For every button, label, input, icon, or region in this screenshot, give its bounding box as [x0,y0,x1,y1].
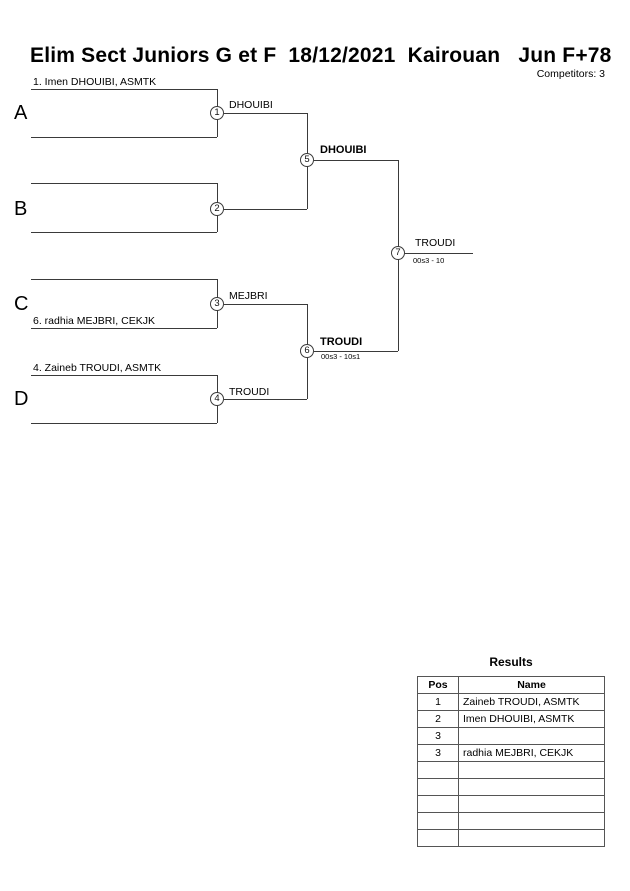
winner-label-match-5: DHOUIBI [320,144,367,156]
table-row [417,812,605,830]
match-circle-1[interactable]: 1 [210,106,224,120]
results-title: Results [489,655,533,669]
results-pos [417,812,459,830]
match-circle-4[interactable]: 4 [210,392,224,406]
table-row [417,795,605,813]
advance-line-match-1 [224,113,307,114]
score-match-7: 00s3 - 10 [413,256,445,265]
table-row: 1 Zaineb TROUDI, ASMTK [417,693,605,711]
results-pos: 2 [417,710,459,728]
advance-line-match-2 [224,209,307,210]
score-match-6: 00s3 - 10s1 [321,352,361,361]
table-row [417,778,605,796]
entrant-line-a-bottom [31,137,217,138]
entrant-a-top: 1. Imen DHOUIBI, ASMTK [33,76,157,88]
results-pos [417,761,459,779]
results-col-pos: Pos [417,676,459,694]
table-row: 3 radhia MEJBRI, CEKJK [417,744,605,762]
results-pos: 3 [417,727,459,745]
entrant-line-a-top [31,89,217,90]
entrant-d-top: 4. Zaineb TROUDI, ASMTK [33,362,162,374]
results-pos: 3 [417,744,459,762]
results-pos [417,829,459,847]
match-circle-2[interactable]: 2 [210,202,224,216]
results-name: Imen DHOUIBI, ASMTK [458,710,605,728]
group-label-b: B [14,198,28,220]
results-pos [417,778,459,796]
results-name [458,778,605,796]
match-circle-5[interactable]: 5 [300,153,314,167]
winner-label-match-6: TROUDI [320,336,363,348]
results-col-name: Name [458,676,605,694]
winner-label-match-1: DHOUIBI [229,99,273,111]
results-name: radhia MEJBRI, CEKJK [458,744,605,762]
results-name [458,795,605,813]
entrant-line-d-top [31,375,217,376]
results-header-row: Pos Name [417,676,605,694]
results-name [458,727,605,745]
entrant-line-d-bottom [31,423,217,424]
table-row [417,761,605,779]
match-circle-3[interactable]: 3 [210,297,224,311]
winner-label-match-4: TROUDI [229,386,270,398]
entrant-line-b-top [31,183,217,184]
group-label-a: A [14,102,28,124]
champion-line [405,253,473,254]
results-name: Zaineb TROUDI, ASMTK [458,693,605,711]
page-title: Elim Sect Juniors G et F 18/12/2021 Kair… [30,44,612,67]
results-table: Pos Name 1 Zaineb TROUDI, ASMTK 2 Imen D… [417,676,605,847]
match-circle-6[interactable]: 6 [300,344,314,358]
entrant-c-bottom: 6. radhia MEJBRI, CEKJK [33,315,155,327]
results-name [458,829,605,847]
competitors-count: Competitors: 3 [536,68,605,80]
advance-line-match-3 [224,304,307,305]
results-pos [417,795,459,813]
winner-label-match-7: TROUDI [415,237,456,249]
results-name [458,761,605,779]
advance-line-match-6 [314,351,398,352]
results-pos: 1 [417,693,459,711]
table-row: 3 [417,727,605,745]
winner-label-match-3: MEJBRI [229,290,268,302]
table-row: 2 Imen DHOUIBI, ASMTK [417,710,605,728]
entrant-line-c-bottom [31,328,217,329]
results-name [458,812,605,830]
group-label-c: C [14,293,29,315]
entrant-line-c-top [31,279,217,280]
match-circle-7[interactable]: 7 [391,246,405,260]
entrant-line-b-bottom [31,232,217,233]
group-label-d: D [14,388,29,410]
advance-line-match-5 [314,160,398,161]
advance-line-match-4 [224,399,307,400]
table-row [417,829,605,847]
